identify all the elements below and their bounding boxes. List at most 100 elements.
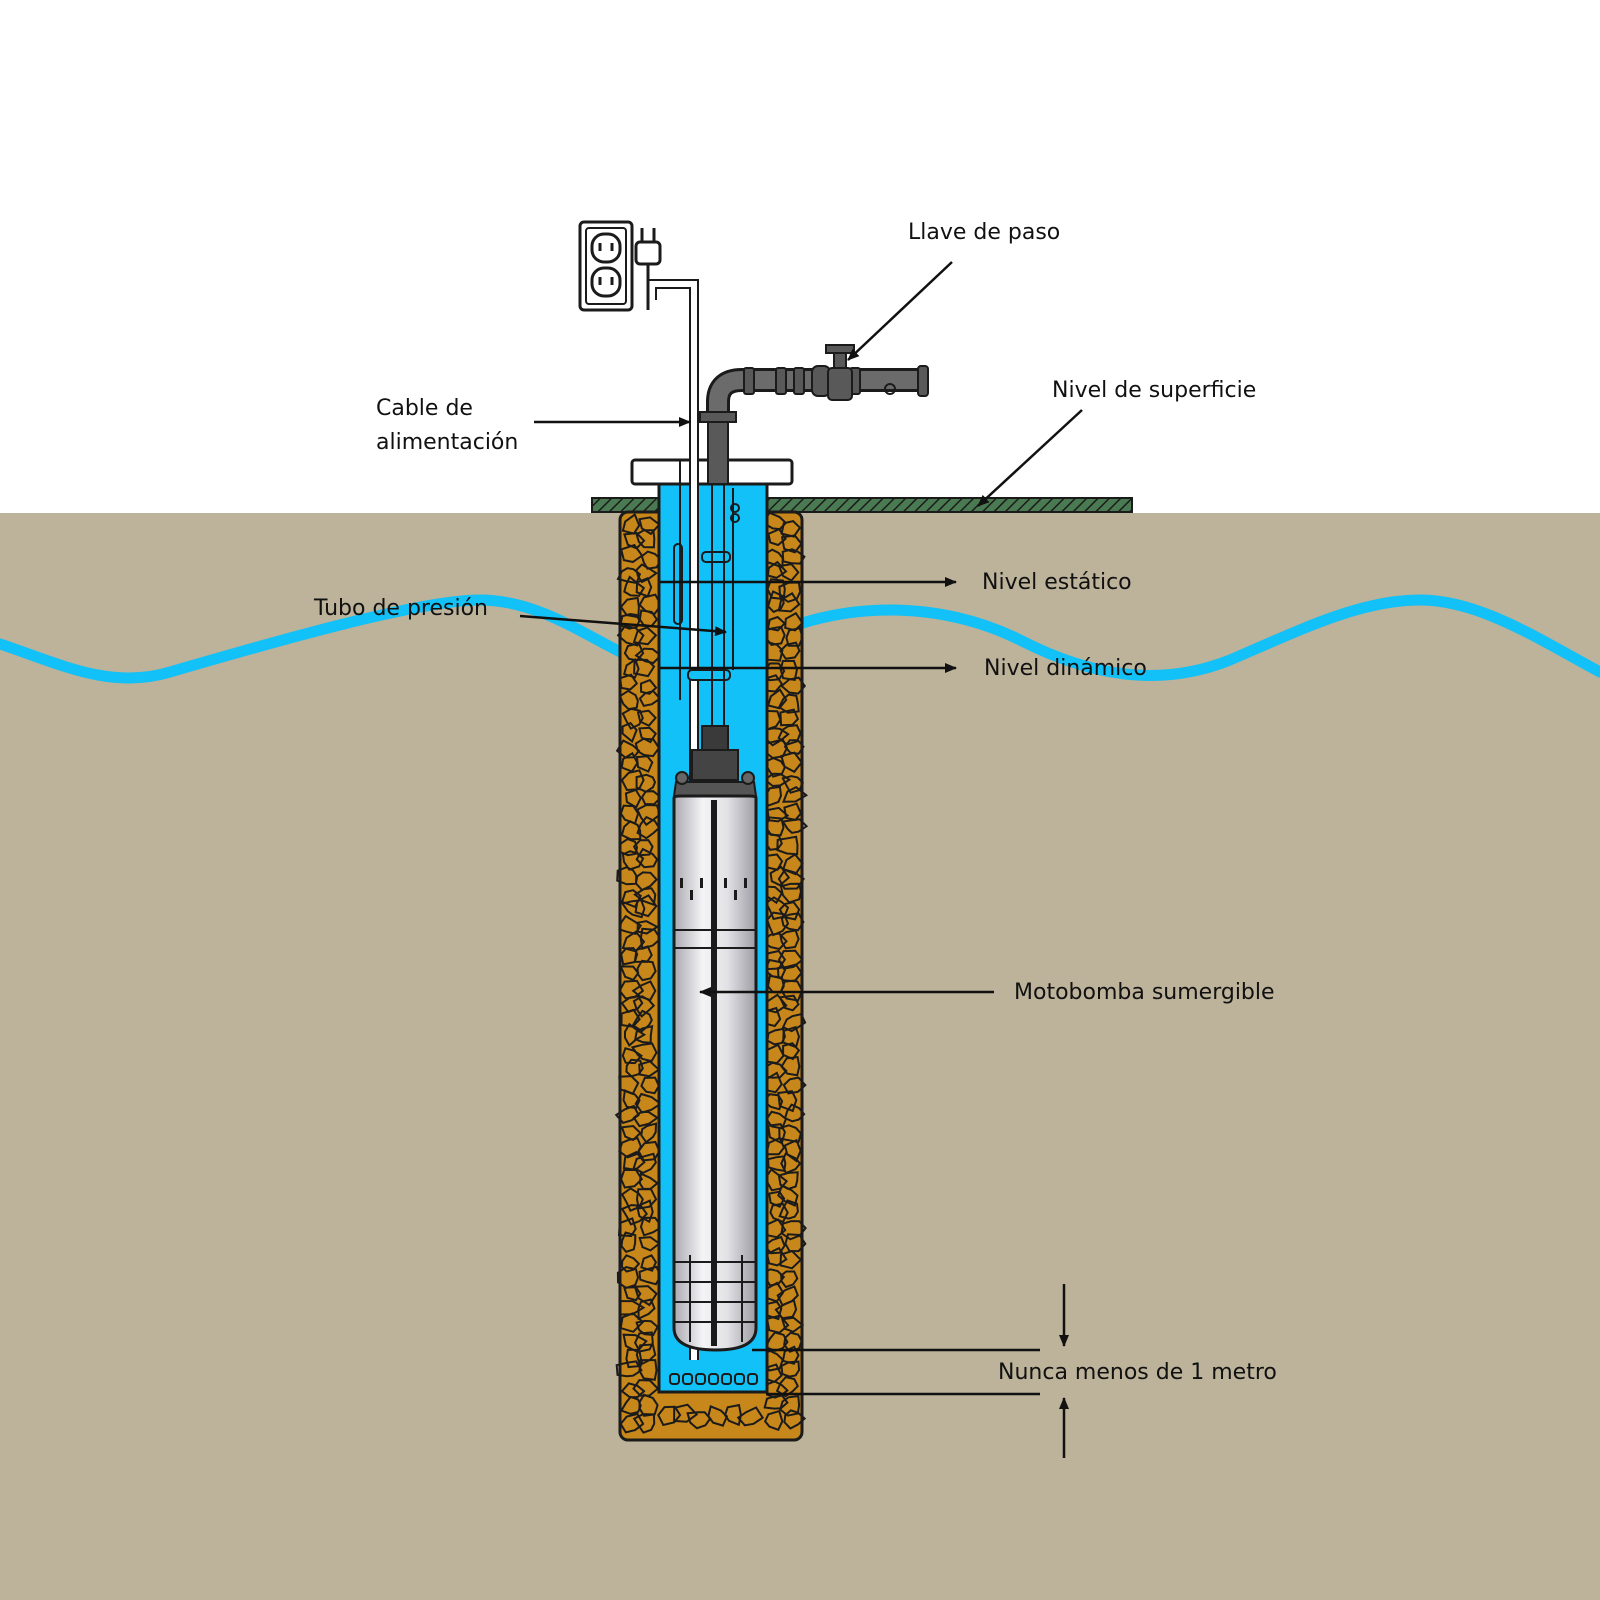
gravel-stone <box>779 641 801 660</box>
gravel-stone <box>778 900 801 921</box>
gravel-stone <box>620 751 639 773</box>
gravel-stone <box>619 1312 645 1333</box>
gravel-stone <box>778 1199 799 1220</box>
gravel-stone <box>620 1382 646 1399</box>
gravel-stone <box>618 1075 640 1096</box>
gravel-stone <box>632 1379 660 1397</box>
gravel-stone <box>634 647 663 665</box>
arrow-tubo-de-presion <box>519 614 727 637</box>
gravel-stone <box>635 577 653 598</box>
gravel-stone <box>636 709 657 727</box>
gravel-stone <box>640 1122 658 1144</box>
intake-slot <box>695 1373 706 1385</box>
gravel-stone <box>621 707 644 730</box>
annotation-arrows <box>519 261 1083 1458</box>
gravel-stone <box>779 1249 803 1270</box>
gravel-stone <box>784 1233 807 1253</box>
gravel-stone <box>632 995 656 1018</box>
discharge-pipe <box>699 365 929 485</box>
label-nivel-estatico: Nivel estático <box>982 570 1132 595</box>
gravel-stone <box>636 815 661 840</box>
gravel-stone <box>616 567 642 585</box>
label-nunca-menos: Nunca menos de 1 metro <box>998 1360 1277 1385</box>
gravel-stone <box>634 1025 654 1044</box>
gravel-stone <box>615 1360 643 1378</box>
gravel-stone <box>777 1090 798 1113</box>
gravel-stone <box>763 1409 784 1432</box>
gravel-stone <box>779 659 798 682</box>
gravel-stone <box>783 1103 806 1123</box>
label-motobomba: Motobomba sumergible <box>1014 980 1275 1005</box>
gravel-stone <box>780 1360 801 1378</box>
gravel-stone <box>639 927 662 951</box>
gravel-stone <box>638 726 657 744</box>
gravel-stone <box>638 1060 661 1078</box>
gravel-stone <box>779 1394 801 1417</box>
gravel-stone <box>619 965 640 982</box>
gravel-stone <box>780 1152 802 1175</box>
gravel-stone <box>777 1171 799 1191</box>
gravel-stone <box>777 949 804 970</box>
gravel-stone <box>621 721 638 744</box>
intake-slot <box>682 1373 693 1385</box>
label-nivel-de-superficie: Nivel de superficie <box>1052 378 1257 403</box>
gravel-stone <box>621 850 645 871</box>
gravel-stone <box>618 673 639 691</box>
gravel-stone <box>775 1375 800 1398</box>
arrow-llave-de-paso <box>847 261 953 361</box>
pressure-tube <box>673 484 740 728</box>
gravel-stone <box>673 1403 699 1423</box>
gravel-stone <box>622 658 640 679</box>
intake-slot <box>708 1373 719 1385</box>
gravel-stone <box>769 1202 789 1224</box>
label-cable-line2: alimentación <box>376 430 519 455</box>
gravel-stone <box>633 1331 654 1353</box>
gravel-stone <box>634 1092 663 1114</box>
submersible-pump <box>669 725 758 1385</box>
gravel-stone <box>780 1220 807 1241</box>
gravel-stone <box>736 1406 765 1427</box>
gravel-stone <box>619 1395 642 1415</box>
gravel-stone <box>780 1055 801 1077</box>
gravel-stone <box>780 979 804 1002</box>
gravel-stone <box>632 626 658 646</box>
gravel-stone <box>638 689 662 708</box>
gravel-stone <box>616 1266 640 1290</box>
gravel-stone <box>777 592 801 613</box>
gravel-stone <box>781 775 804 794</box>
gravel-stone <box>618 1300 646 1316</box>
gravel-stone <box>781 818 809 834</box>
gravel-stone <box>620 820 642 841</box>
gravel-stone <box>635 1188 658 1210</box>
gravel-stone <box>636 920 660 935</box>
gravel-stone <box>779 929 800 950</box>
gravel-stone <box>620 543 644 564</box>
plug-icon <box>634 228 662 310</box>
gravel-stone <box>618 689 639 711</box>
gravel-stone <box>614 1104 640 1124</box>
gravel-stone <box>632 1110 660 1128</box>
gravel-stone <box>777 693 800 714</box>
gravel-stone <box>777 563 800 582</box>
gravel-stone <box>777 1184 799 1207</box>
gravel-stone <box>622 1286 642 1302</box>
gravel-stone <box>634 737 661 758</box>
gravel-stone <box>783 1409 807 1430</box>
gravel-stone <box>686 1411 712 1430</box>
label-llave-de-paso: Llave de paso <box>908 220 1061 245</box>
gravel-stone <box>778 994 800 1012</box>
label-cable-line1: Cable de <box>376 396 473 421</box>
gravel-stone <box>631 980 657 1002</box>
gravel-stone <box>785 627 804 647</box>
gravel-stone <box>774 1299 798 1320</box>
gravel-stone <box>707 1405 729 1427</box>
intake-slot <box>734 1373 745 1385</box>
gravel-stone <box>635 847 659 869</box>
gravel-stone <box>620 1231 637 1253</box>
gravel-stone <box>623 575 646 597</box>
gravel-stone <box>632 839 654 857</box>
groundwater-line <box>0 594 1600 684</box>
gravel-stone <box>779 708 800 727</box>
gravel-stone <box>640 1254 658 1272</box>
intake-slot <box>721 1373 732 1385</box>
